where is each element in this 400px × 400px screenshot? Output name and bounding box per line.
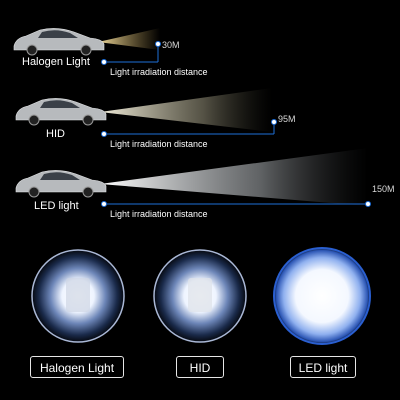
halogen-caption: Halogen Light — [30, 356, 124, 378]
halogen-label: Halogen Light — [22, 56, 90, 68]
halogen-range: 30M — [162, 40, 180, 50]
hid-caption: HID — [176, 356, 224, 378]
led-range: 150M — [372, 184, 395, 194]
hid-range: 95M — [278, 114, 296, 124]
led-caption: LED light — [290, 356, 356, 378]
led-bulb-image — [273, 247, 371, 345]
hid-car-icon — [15, 97, 107, 126]
led-label: LED light — [34, 200, 79, 212]
hid-bulb-image — [153, 249, 247, 343]
led-car-icon — [15, 169, 107, 198]
halogen-distance-text: Light irradiation distance — [110, 67, 208, 77]
hid-beam — [100, 88, 272, 132]
halogen-beam — [98, 28, 160, 50]
hid-distance-text: Light irradiation distance — [110, 139, 208, 149]
led-beam — [100, 148, 368, 206]
halogen-bulb-image — [31, 249, 125, 343]
halogen-car-icon — [13, 27, 105, 56]
led-distance-text: Light irradiation distance — [110, 209, 208, 219]
hid-label: HID — [46, 128, 65, 140]
